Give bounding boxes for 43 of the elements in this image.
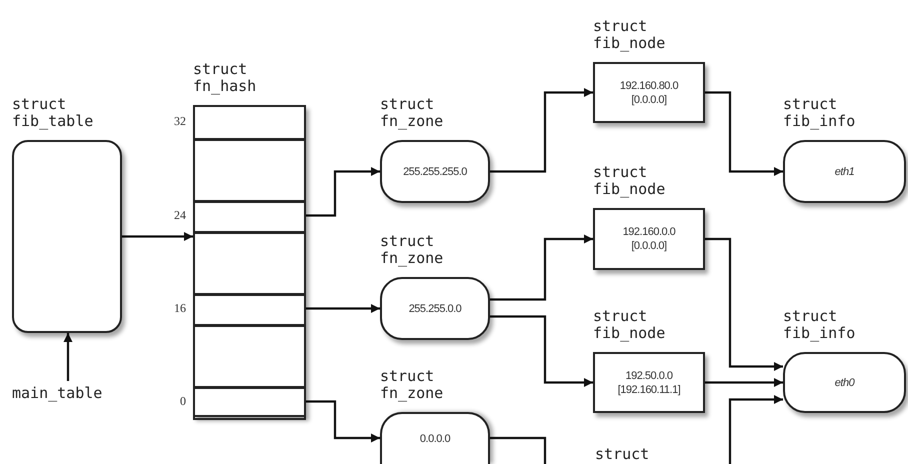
field-value: eth1 [834, 164, 856, 178]
arrow [490, 315, 593, 387]
hash-slot [193, 324, 306, 388]
field-value: eth0 [834, 376, 856, 390]
struct-label: struct fn_hash [193, 61, 258, 95]
hash-slot [193, 138, 306, 202]
field-value: 192.160.0.0 [0.0.0.0] [622, 225, 676, 253]
struct-label: struct fn_zone [380, 368, 444, 402]
bucket-index: 16 [173, 300, 186, 316]
arrow [728, 395, 783, 464]
struct-label: struct [595, 446, 650, 463]
field-value: 255.255.255.0 [402, 164, 468, 178]
bucket-index: 32 [173, 114, 186, 128]
struct-label: struct fn_zone [380, 233, 444, 267]
bucket-index: 24 [173, 208, 186, 222]
field-value: 0.0.0.0 [418, 432, 452, 446]
bucket-index: 0 [179, 394, 186, 408]
struct-label: struct fib_info [783, 308, 856, 342]
arrow [306, 167, 380, 217]
arrow [490, 234, 593, 301]
field-value: 255.255.0.0 [408, 302, 462, 316]
variable-name-label: main_table [12, 385, 102, 402]
arrow [705, 238, 783, 371]
arrow [122, 232, 193, 241]
hash-slot [193, 293, 306, 326]
struct-label: struct fib_info [783, 96, 856, 130]
arrow [306, 400, 380, 442]
arrow [705, 378, 783, 387]
hash-slot [193, 200, 306, 234]
struct-label: struct fn_zone [380, 96, 444, 130]
hash-slot [193, 231, 306, 296]
struct-label: struct fib_node [593, 164, 666, 198]
struct-label: struct fib_node [593, 18, 666, 52]
struct-label: struct fib_table [12, 96, 94, 130]
struct-label: struct fib_node [593, 308, 666, 342]
arrow [306, 304, 380, 313]
field-value: 192.160.80.0 [0.0.0.0] [618, 78, 680, 106]
field-value: 192.50.0.0 [192.160.11.1] [616, 368, 682, 396]
arrow [490, 88, 593, 173]
arrow [705, 91, 783, 176]
arrow [64, 333, 72, 381]
connector-line [490, 436, 546, 464]
hash-slot [193, 386, 306, 420]
